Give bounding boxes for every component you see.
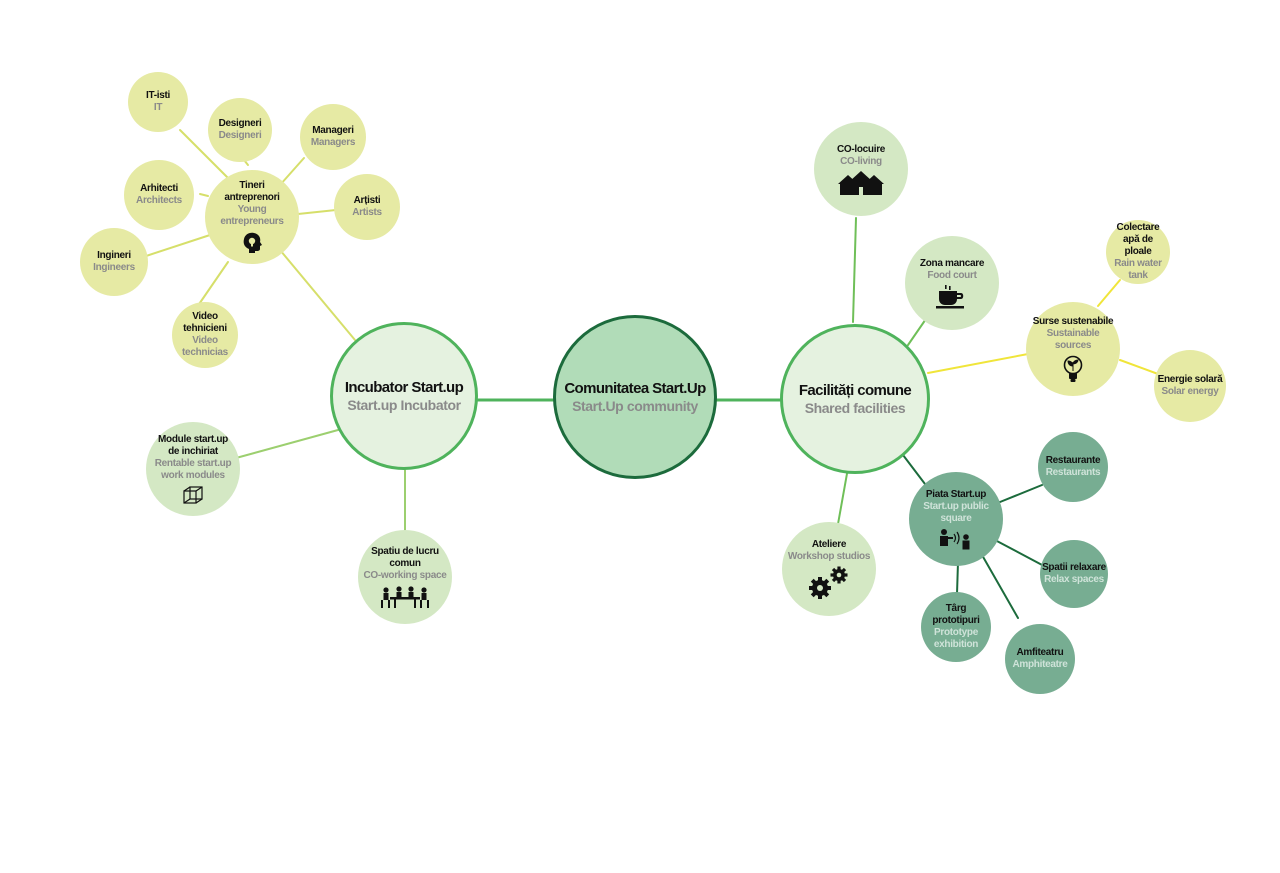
managers-title: Manageri (312, 125, 354, 136)
sustainable-node: Surse sustenabile Sustainable sources (1026, 302, 1120, 396)
link-square-amphitheatre (981, 554, 1019, 619)
managers-subtitle: Managers (310, 137, 356, 148)
facilities-title: Facilități comune (798, 381, 912, 399)
coworking-title: Spatiu de lucru comun (371, 545, 439, 569)
amphitheatre-title: Amfiteatru (1016, 647, 1064, 658)
restaurants-subtitle: Restaurants (1045, 467, 1101, 478)
coliving-subtitle: CO-living (840, 155, 882, 167)
food-court-node: Zona mancare Food court (905, 236, 999, 330)
it-subtitle: IT (153, 102, 163, 113)
incubator-title: Incubator Start.up (344, 378, 464, 396)
engineers-subtitle: Ingineers (93, 262, 135, 273)
solar-energy-node: Energie solară Solar energy (1154, 350, 1226, 422)
link-young-artists (297, 209, 337, 215)
link-sustainable-solar (1119, 359, 1159, 375)
video-subtitle: Video technicias (182, 335, 228, 358)
link-facilities-workshops (837, 467, 849, 525)
sustainable-subtitle: Sustainable sources (1046, 327, 1100, 351)
center-title: Comunitatea Start.Up (564, 379, 706, 397)
relax-subtitle: Relax spaces (1044, 574, 1104, 585)
link-square-restaurants (999, 484, 1043, 503)
incubator-node: Incubator Start.up Start.up Incubator (330, 322, 478, 470)
coworking-subtitle: CO-working space (363, 569, 447, 581)
link-incubator-modules (235, 429, 339, 459)
rain-water-node: Colectare apă de ploale Rain water tank (1106, 220, 1170, 284)
food-subtitle: Food court (927, 269, 977, 281)
architects-title: Arhitecti (140, 183, 178, 194)
amphitheatre-subtitle: Amphiteatre (1012, 659, 1068, 670)
restaurants-node: Restaurante Restaurants (1038, 432, 1108, 502)
young-entrepreneurs-node: Tineri antreprenori Young entrepreneurs (205, 170, 299, 264)
facilities-node: Facilități comune Shared facilities (780, 324, 930, 474)
solar-title: Energie solară (1157, 374, 1223, 385)
workshops-subtitle: Workshop studios (787, 550, 871, 562)
engineers-node: Ingineri Ingineers (80, 228, 148, 296)
gears-icon (809, 566, 848, 599)
link-incubator-young (279, 249, 356, 341)
eco-bulb-icon (1063, 355, 1083, 382)
cube-icon (183, 485, 203, 504)
sustainable-title: Surse sustenabile (1032, 315, 1114, 327)
meeting-table-icon (381, 585, 429, 608)
link-young-architects (199, 193, 209, 197)
coliving-title: CO-locuire (836, 143, 886, 155)
workshops-node: Ateliere Workshop studios (782, 522, 876, 616)
prototypes-node: Târg prototipuri Prototype exhibition (921, 592, 991, 662)
link-facilities-square (902, 454, 926, 485)
workshops-title: Ateliere (811, 538, 847, 550)
modules-node: Module start.up de inchiriat Rentable st… (146, 422, 240, 516)
link-young-managers (279, 157, 305, 186)
rain-title: Colectare apă de ploale (1116, 222, 1160, 257)
square-title: Piata Start.up (925, 488, 987, 500)
managers-node: Manageri Managers (300, 104, 366, 170)
houses-icon (838, 170, 884, 195)
prototypes-subtitle: Prototype exhibition (933, 627, 979, 650)
young-title: Tineri antreprenori (224, 179, 280, 203)
coliving-node: CO-locuire CO-living (814, 122, 908, 216)
designers-node: Designeri Designeri (208, 98, 272, 162)
square-subtitle: Start.up public square (923, 500, 989, 524)
link-square-relax (994, 539, 1045, 567)
link-facilities-sustainable (927, 353, 1029, 374)
link-young-engineers (145, 234, 211, 257)
coffee-cup-icon (936, 284, 964, 308)
link-sustainable-rain (1097, 279, 1121, 307)
public-square-node: Piata Start.up Start.up public square (909, 472, 1003, 566)
architects-node: Arhitecti Architects (124, 160, 194, 230)
coworking-node: Spatiu de lucru comun CO-working space (358, 530, 452, 624)
amphitheatre-node: Amfiteatru Amphiteatre (1005, 624, 1075, 694)
speaker-crowd-icon (940, 528, 970, 549)
modules-title: Module start.up de inchiriat (158, 433, 228, 457)
link-square-prototypes (956, 561, 959, 595)
food-title: Zona mancare (919, 257, 985, 269)
artists-subtitle: Artists (352, 207, 382, 218)
architects-subtitle: Architects (136, 195, 182, 206)
prototypes-title: Târg prototipuri (932, 603, 980, 626)
idea-head-icon (243, 232, 262, 253)
link-young-it (179, 129, 231, 181)
solar-subtitle: Solar energy (1161, 386, 1219, 397)
video-node: Video tehnicieni Video technicias (172, 302, 238, 368)
center-subtitle: Start.Up community (572, 397, 698, 414)
designers-title: Designeri (218, 118, 262, 129)
designers-subtitle: Designeri (218, 130, 262, 141)
incubator-subtitle: Start.up Incubator (347, 396, 461, 413)
it-node: IT-isti IT (128, 72, 188, 132)
engineers-title: Ingineri (97, 250, 131, 261)
video-title: Video tehnicieni (183, 311, 227, 334)
modules-subtitle: Rentable start.up work modules (154, 457, 232, 481)
link-facilities-coliving (852, 217, 857, 323)
it-title: IT-isti (145, 90, 170, 101)
young-subtitle: Young entrepreneurs (220, 203, 284, 227)
rain-subtitle: Rain water tank (1114, 258, 1162, 281)
relax-title: Spatii relaxare (1042, 562, 1106, 573)
artists-node: Arțisti Artists (334, 174, 400, 240)
artists-title: Arțisti (353, 195, 381, 206)
facilities-subtitle: Shared facilities (804, 399, 906, 416)
restaurants-title: Restaurante (1045, 455, 1101, 466)
relax-spaces-node: Spatii relaxare Relax spaces (1040, 540, 1108, 608)
center-node: Comunitatea Start.Up Start.Up community (553, 315, 717, 479)
